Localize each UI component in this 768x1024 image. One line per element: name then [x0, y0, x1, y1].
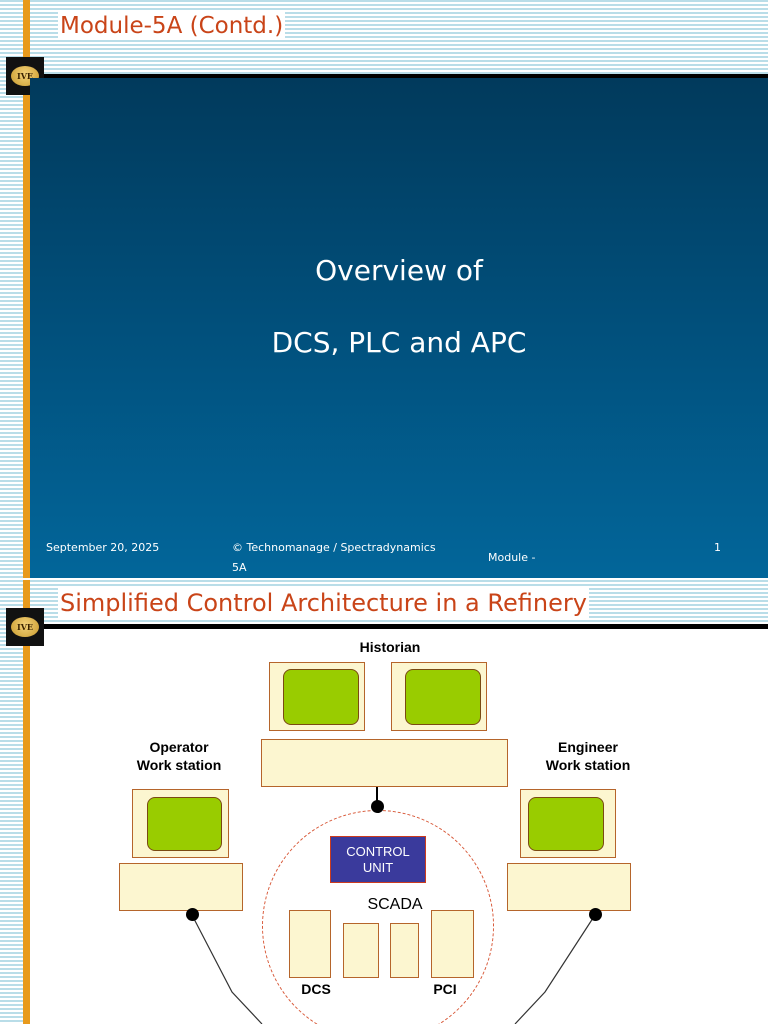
- operator-label: Operator Work station: [119, 738, 239, 774]
- engineer-link: [514, 914, 596, 1024]
- historian-label: Historian: [359, 639, 421, 655]
- control-unit-line-1: CONTROL: [346, 843, 410, 859]
- engineer-monitor: [520, 789, 616, 858]
- slide-title-line-1: Overview of: [315, 254, 483, 287]
- engineer-connector-dot: [589, 908, 602, 921]
- logo-emblem: IVE: [11, 617, 39, 637]
- accent-bar: [23, 0, 30, 578]
- slide-title-line-2: DCS, PLC and APC: [271, 326, 527, 359]
- dcs-label: DCS: [301, 981, 331, 997]
- historian-monitor-left: [269, 662, 365, 731]
- pci-label: PCI: [433, 981, 457, 997]
- scada-label: SCADA: [367, 896, 423, 913]
- monitor-screen: [405, 669, 481, 725]
- pci-cabinet: [431, 910, 474, 978]
- historian-connector-dot: [371, 800, 384, 813]
- controller-cabinet-1: [343, 923, 379, 978]
- operator-link: [191, 914, 263, 1024]
- engineer-label: Engineer Work station: [528, 738, 648, 774]
- monitor-screen: [147, 797, 222, 851]
- operator-connector-dot: [186, 908, 199, 921]
- left-stripes: [0, 0, 23, 578]
- accent-bar: [23, 580, 30, 1024]
- logo-icon: IVE: [6, 608, 44, 646]
- network-links: [191, 787, 596, 1024]
- footer-copyright: © Technomanage / Spectradynamics: [232, 541, 436, 554]
- header-divider: [30, 74, 768, 78]
- footer-date: September 20, 2025: [46, 541, 160, 554]
- control-unit-line-2: UNIT: [362, 859, 394, 875]
- engineer-label-line-1: Engineer: [558, 739, 618, 755]
- slide-title: Simplified Control Architecture in a Ref…: [58, 588, 589, 618]
- controller-cabinet-2: [390, 923, 419, 978]
- historian-monitor-right: [391, 662, 487, 731]
- footer-page-number: 1: [714, 541, 721, 554]
- title-panel: Overview of DCS, PLC and APC September 2…: [30, 78, 768, 578]
- historian-server: [261, 739, 508, 787]
- operator-label-line-1: Operator: [149, 739, 209, 755]
- monitor-screen: [528, 797, 604, 851]
- dcs-cabinet: [289, 910, 331, 978]
- module-title: Module-5A (Contd.): [58, 12, 286, 40]
- engineer-console: [507, 863, 631, 911]
- slide-1: Module-5A (Contd.) IVE Overview of DCS, …: [0, 0, 768, 578]
- operator-monitor: [132, 789, 229, 858]
- monitor-screen: [283, 669, 359, 725]
- engineer-label-line-2: Work station: [545, 757, 631, 773]
- operator-console: [119, 863, 243, 911]
- control-unit-box: CONTROL UNIT: [330, 836, 426, 883]
- operator-label-line-2: Work station: [136, 757, 222, 773]
- left-stripes: [0, 580, 23, 1024]
- footer-module-suffix: 5A: [232, 561, 247, 574]
- footer-module: Module -: [488, 551, 536, 564]
- header-divider: [30, 624, 768, 629]
- slide-title: Overview of DCS, PLC and APC: [30, 253, 768, 361]
- slide-2: Simplified Control Architecture in a Ref…: [0, 580, 768, 1024]
